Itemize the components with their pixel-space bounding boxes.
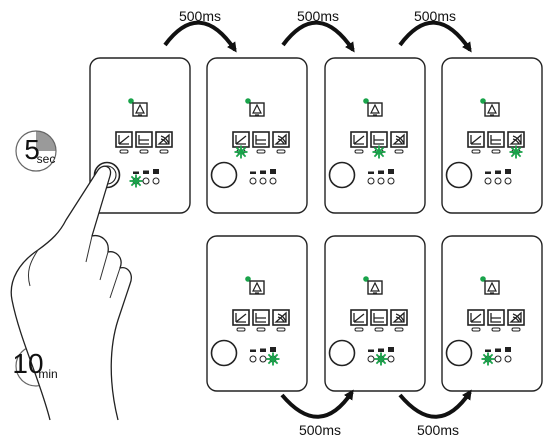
function-button-1[interactable] [115, 131, 133, 154]
timer-1-icon [15, 130, 57, 172]
transition-arrow-1 [163, 20, 237, 53]
device-5 [206, 235, 308, 392]
function-led-1 [354, 149, 364, 154]
function-button-2[interactable] [487, 309, 505, 332]
transition-arrow-4 [280, 389, 354, 419]
function-button-3[interactable] [155, 131, 173, 154]
timer-1-unit: sec [36, 152, 56, 166]
device-7 [441, 235, 543, 392]
mode-indicator-3 [152, 169, 160, 185]
mode-indicator-2 [259, 348, 267, 363]
pressing-hand-icon [10, 165, 132, 421]
main-push-button[interactable] [210, 339, 238, 367]
mode-indicator-2 [259, 170, 267, 185]
function-button-1[interactable] [467, 309, 485, 332]
bell-icon [367, 280, 383, 295]
mode-indicator-1 [484, 171, 492, 185]
function-led-2 [256, 327, 266, 332]
function-button-3[interactable] [390, 131, 408, 154]
function-led-1 [471, 149, 481, 154]
function-button-2[interactable] [135, 131, 153, 154]
button-3-lit-star-icon [509, 145, 523, 159]
mode-1-lit-star-icon [129, 174, 143, 188]
mode-indicator-1 [249, 349, 257, 363]
function-button-1[interactable] [350, 131, 368, 154]
bell-icon [132, 102, 148, 117]
mode-indicator-2 [494, 170, 502, 185]
bell-icon [249, 102, 265, 117]
function-led-3 [511, 327, 521, 332]
function-button-1[interactable] [232, 309, 250, 332]
bell-icon [484, 280, 500, 295]
mode-3-lit-star-icon [266, 352, 280, 366]
mode-indicator-1 [367, 349, 375, 363]
bell-icon [367, 102, 383, 117]
button-2-lit-star-icon [372, 145, 386, 159]
function-led-3 [394, 149, 404, 154]
function-button-2[interactable] [370, 309, 388, 332]
device-1 [89, 57, 191, 214]
function-led-3 [276, 327, 286, 332]
mode-indicator-3 [269, 169, 277, 185]
function-button-2[interactable] [252, 131, 270, 154]
function-button-3[interactable] [272, 131, 290, 154]
main-push-button[interactable] [445, 161, 473, 189]
transition-arrow-5 [398, 389, 472, 419]
mode-indicator-1 [367, 171, 375, 185]
function-led-1 [354, 327, 364, 332]
mode-indicator-2 [142, 170, 150, 185]
function-button-1[interactable] [467, 131, 485, 154]
device-2 [206, 57, 308, 214]
device-3 [324, 57, 426, 214]
function-led-1 [119, 149, 129, 154]
function-led-3 [276, 149, 286, 154]
function-button-1[interactable] [350, 309, 368, 332]
timer-2-unit: min [38, 367, 58, 381]
function-led-1 [236, 327, 246, 332]
function-led-2 [374, 327, 384, 332]
function-led-2 [491, 149, 501, 154]
mode-indicator-1 [249, 171, 257, 185]
main-push-button[interactable] [328, 161, 356, 189]
mode-indicator-3 [504, 169, 512, 185]
function-button-2[interactable] [487, 131, 505, 154]
function-led-2 [491, 327, 501, 332]
main-push-button[interactable] [328, 339, 356, 367]
timer-elapsed-fill [36, 131, 56, 151]
device-4 [441, 57, 543, 214]
delay-label-2: 500ms [296, 8, 340, 24]
mode-indicator-3 [387, 347, 395, 363]
main-push-button[interactable] [210, 161, 238, 189]
function-button-3[interactable] [507, 309, 525, 332]
timer-2-value: 10 [12, 348, 44, 379]
timer-1-value: 5 [24, 134, 40, 165]
function-button-2[interactable] [252, 309, 270, 332]
mode-1-lit-star-icon [481, 352, 495, 366]
mode-indicator-2 [377, 170, 385, 185]
bell-icon [249, 280, 265, 295]
delay-label-3: 500ms [413, 8, 457, 24]
device-6 [324, 235, 426, 392]
button-1-lit-star-icon [234, 145, 248, 159]
function-button-3[interactable] [390, 309, 408, 332]
function-led-3 [159, 149, 169, 154]
function-led-2 [139, 149, 149, 154]
mode-indicator-3 [387, 169, 395, 185]
function-led-2 [256, 149, 266, 154]
function-led-1 [471, 327, 481, 332]
transition-arrow-2 [281, 20, 355, 53]
function-button-3[interactable] [272, 309, 290, 332]
delay-label-1: 500ms [178, 8, 222, 24]
delay-label-5: 500ms [416, 422, 460, 438]
delay-label-4: 500ms [298, 422, 342, 438]
function-led-3 [394, 327, 404, 332]
mode-2-lit-star-icon [374, 352, 388, 366]
bell-icon [484, 102, 500, 117]
main-push-button[interactable] [445, 339, 473, 367]
mode-indicator-3 [504, 347, 512, 363]
transition-arrow-3 [398, 20, 472, 53]
mode-indicator-2 [494, 348, 502, 363]
